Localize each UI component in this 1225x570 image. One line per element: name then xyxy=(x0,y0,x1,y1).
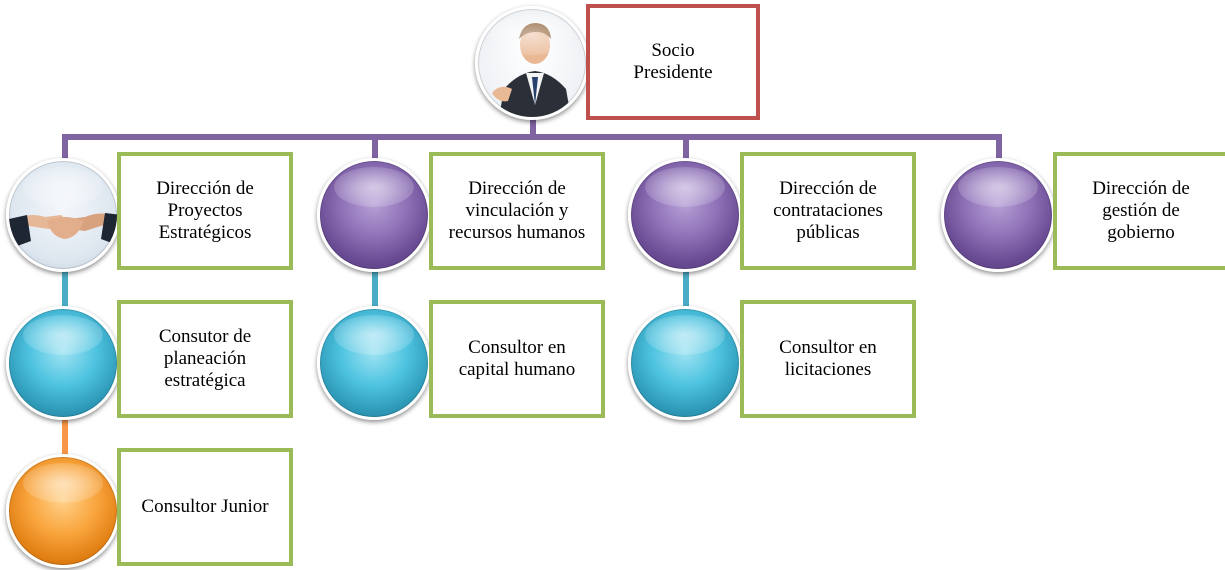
box-consutor-planeacion: Consutor de planeación estratégica xyxy=(117,300,293,418)
purple-circle-icon xyxy=(317,158,431,272)
connector-teal-2 xyxy=(372,265,378,307)
box-consultor-licitaciones: Consultor en licitaciones xyxy=(740,300,916,418)
connector-drop-1 xyxy=(62,134,68,162)
purple-circle-icon xyxy=(628,158,742,272)
box-consultor-capital-humano: Consultor en capital humano xyxy=(429,300,605,418)
teal-circle-icon xyxy=(628,306,742,420)
businessman-photo-icon xyxy=(475,6,589,120)
connector-horizontal-bus xyxy=(62,134,1002,140)
box-direccion-proyectos-estrategicos: Dirección de Proyectos Estratégicos xyxy=(117,152,293,270)
purple-circle-icon xyxy=(941,158,1055,272)
connector-teal-3 xyxy=(683,265,689,307)
connector-drop-3 xyxy=(683,134,689,162)
connector-teal-1 xyxy=(62,265,68,307)
box-direccion-contrataciones: Dirección de contrataciones públicas xyxy=(740,152,916,270)
connector-drop-2 xyxy=(372,134,378,162)
box-direccion-gestion-gobierno: Dirección de gestión de gobierno xyxy=(1053,152,1225,270)
teal-circle-icon xyxy=(6,306,120,420)
connector-drop-4 xyxy=(996,134,1002,162)
box-consultor-junior: Consultor Junior xyxy=(117,448,293,566)
connector-orange-1 xyxy=(62,413,68,457)
orange-circle-icon xyxy=(6,454,120,568)
teal-circle-icon xyxy=(317,306,431,420)
box-direccion-vinculacion: Dirección de vinculación y recursos huma… xyxy=(429,152,605,270)
box-socio-presidente: Socio Presidente xyxy=(586,4,760,120)
connector-top-vertical xyxy=(530,118,536,140)
handshake-photo-icon xyxy=(6,158,120,272)
